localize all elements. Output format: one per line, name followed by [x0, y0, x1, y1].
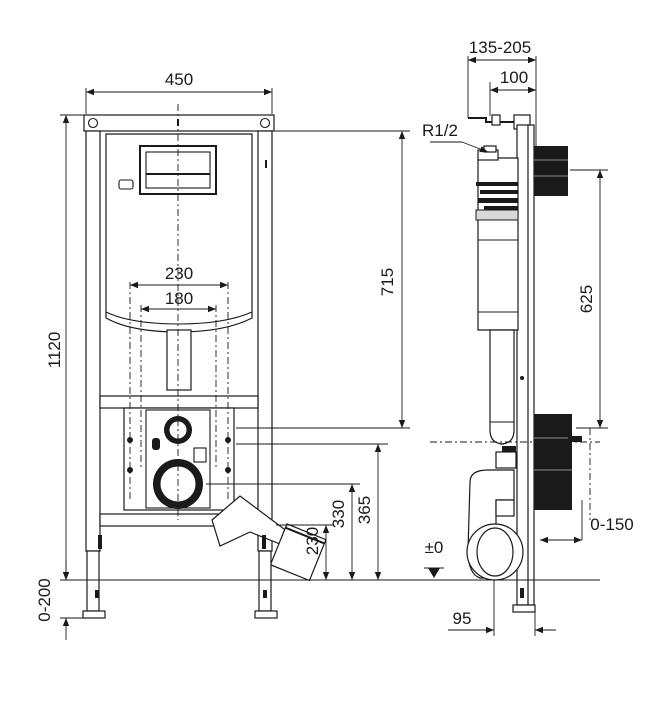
side-view [430, 114, 600, 613]
front-dimensions: 450 1120 0-200 230 180 715 365 330 230 [35, 70, 440, 640]
cistern-height-label: 715 [378, 268, 397, 296]
bolt-outer-label: 230 [165, 264, 193, 283]
right-leg [258, 550, 272, 612]
height-label: 1120 [45, 332, 64, 369]
offset-label: 0-150 [590, 515, 633, 534]
top-bolt-right-icon [259, 117, 271, 129]
side-dimensions: 135-205 100 R1/2 625 0-150 ±0 95 [422, 38, 634, 636]
left-leg [86, 550, 100, 612]
leg-adjust-label: 0-200 [35, 578, 54, 621]
cistern-service-icon [118, 179, 134, 190]
depth-label: 100 [500, 68, 528, 87]
drain-elbow [269, 523, 327, 582]
side-frame-post [516, 124, 530, 606]
frame-cross-rail [99, 395, 259, 409]
inlet-label: R1/2 [422, 121, 458, 140]
frame-right-post [257, 130, 273, 552]
upper-wall-block [534, 146, 568, 196]
bottom-label: 95 [453, 609, 472, 628]
bolt-inner-label: 180 [165, 289, 193, 308]
frame-left-post [85, 130, 101, 552]
pipe-height-label: 625 [577, 285, 596, 313]
depth-range-label: 135-205 [469, 38, 531, 57]
front-view [82, 104, 327, 619]
floor-label: ±0 [425, 538, 444, 557]
lower-height-label: 230 [303, 527, 322, 555]
side-flush-pipe [489, 329, 515, 445]
top-bolt-left-icon [87, 117, 99, 129]
outlet-height-label: 365 [355, 496, 374, 524]
drain-height-label: 330 [329, 500, 348, 528]
flush-pipe [166, 329, 192, 391]
lower-wall-block [534, 414, 572, 510]
valve-assembly [475, 182, 519, 313]
width-label: 450 [165, 70, 193, 89]
top-bracket [468, 117, 528, 123]
